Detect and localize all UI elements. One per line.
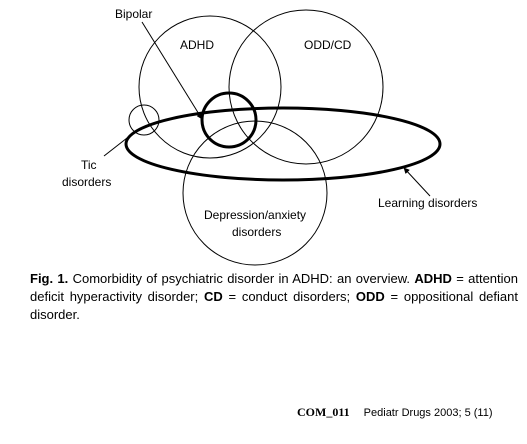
odd-cd-label: ODD/CD (304, 38, 352, 52)
depression-label-line1: Depression/anxiety (204, 208, 306, 222)
tic-label-line2: disorders (62, 175, 111, 189)
caption-abbr-adhd: ADHD (414, 271, 452, 286)
figure-label: Fig. 1. (30, 271, 69, 286)
caption-abbr-cd: CD (203, 289, 223, 304)
caption-abbr-odd: ODD (355, 289, 385, 304)
caption-def-adhd: = attention deficit hyperactivity disord… (30, 271, 518, 304)
bipolar-label: Bipolar (115, 7, 152, 21)
learning-disorders-ellipse (124, 106, 442, 182)
journal-citation: Pediatr Drugs 2003; 5 (11) (363, 407, 493, 419)
caption-def-cd: = conduct disorders; (222, 289, 356, 304)
tic-leader-line (103, 130, 137, 157)
caption-def-odd: = oppositional defiant disorder. (30, 289, 518, 322)
depression-anxiety-circle (182, 120, 328, 266)
comorbidity-venn-diagram: Bipolar ADHD ODD/CD Tic disorders Learni… (62, 7, 477, 266)
figure-code: COM_011 (297, 405, 350, 419)
adhd-label: ADHD (180, 38, 214, 52)
odd-cd-circle (228, 9, 384, 165)
learning-leader-line (403, 167, 431, 197)
tic-disorders-circle (128, 104, 160, 136)
adhd-circle (138, 15, 282, 159)
learning-disorders-label: Learning disorders (378, 196, 477, 210)
bipolar-circle (200, 91, 258, 149)
figure-caption: Fig. 1. Comorbidity of psychiatric disor… (30, 270, 518, 324)
depression-label-line2: disorders (232, 225, 281, 239)
bipolar-leader-line (141, 21, 203, 120)
caption-text-intro: Comorbidity of psychiatric disorder in A… (68, 271, 415, 286)
tic-label-line1: Tic (81, 158, 97, 172)
page-footer: COM_011 Pediatr Drugs 2003; 5 (11) (297, 405, 517, 420)
